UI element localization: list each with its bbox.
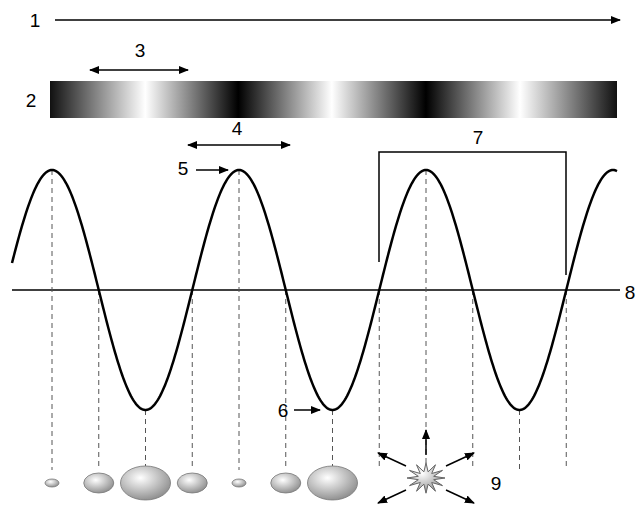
callout-number: 5 [178, 159, 189, 178]
callout-number: 1 [30, 11, 41, 30]
particle [45, 479, 59, 487]
particle [84, 473, 114, 493]
callout-number: 6 [278, 401, 289, 420]
guide-line [98, 290, 99, 470]
particle [121, 466, 171, 500]
particle [177, 473, 207, 493]
callout-number: 9 [491, 474, 502, 493]
particle [232, 479, 246, 487]
period-bracket [379, 152, 566, 275]
pointer-arrow [196, 169, 228, 171]
callout-number: 3 [135, 41, 146, 60]
wavelength-arrow [90, 69, 188, 71]
callout-number: 7 [473, 128, 484, 147]
sine-wave [12, 170, 617, 410]
guide-line [426, 170, 427, 470]
burst-arrow [425, 430, 427, 455]
guide-line [145, 410, 146, 470]
burst-arrow [446, 453, 474, 466]
guide-line [566, 290, 567, 470]
guide-line [379, 290, 380, 470]
starburst [407, 463, 445, 493]
particle [308, 466, 358, 500]
axis-line [12, 289, 620, 291]
burst-arrow [378, 490, 406, 503]
guide-line [519, 410, 520, 470]
burst-arrow [446, 490, 474, 503]
particle [271, 473, 301, 493]
wavelength-arrow [188, 144, 290, 146]
guide-line [52, 170, 53, 470]
callout-number: 2 [26, 91, 37, 110]
pointer-arrow [294, 409, 320, 411]
guide-line [239, 170, 240, 470]
compression-bar [50, 81, 617, 118]
callout-number: 8 [625, 283, 636, 302]
guide-line [332, 410, 333, 470]
direction-arrow [55, 19, 620, 21]
guide-line [285, 290, 286, 470]
burst-arrow [378, 453, 406, 466]
guide-line [192, 290, 193, 470]
callout-number: 4 [232, 119, 243, 138]
guide-line [472, 290, 473, 470]
